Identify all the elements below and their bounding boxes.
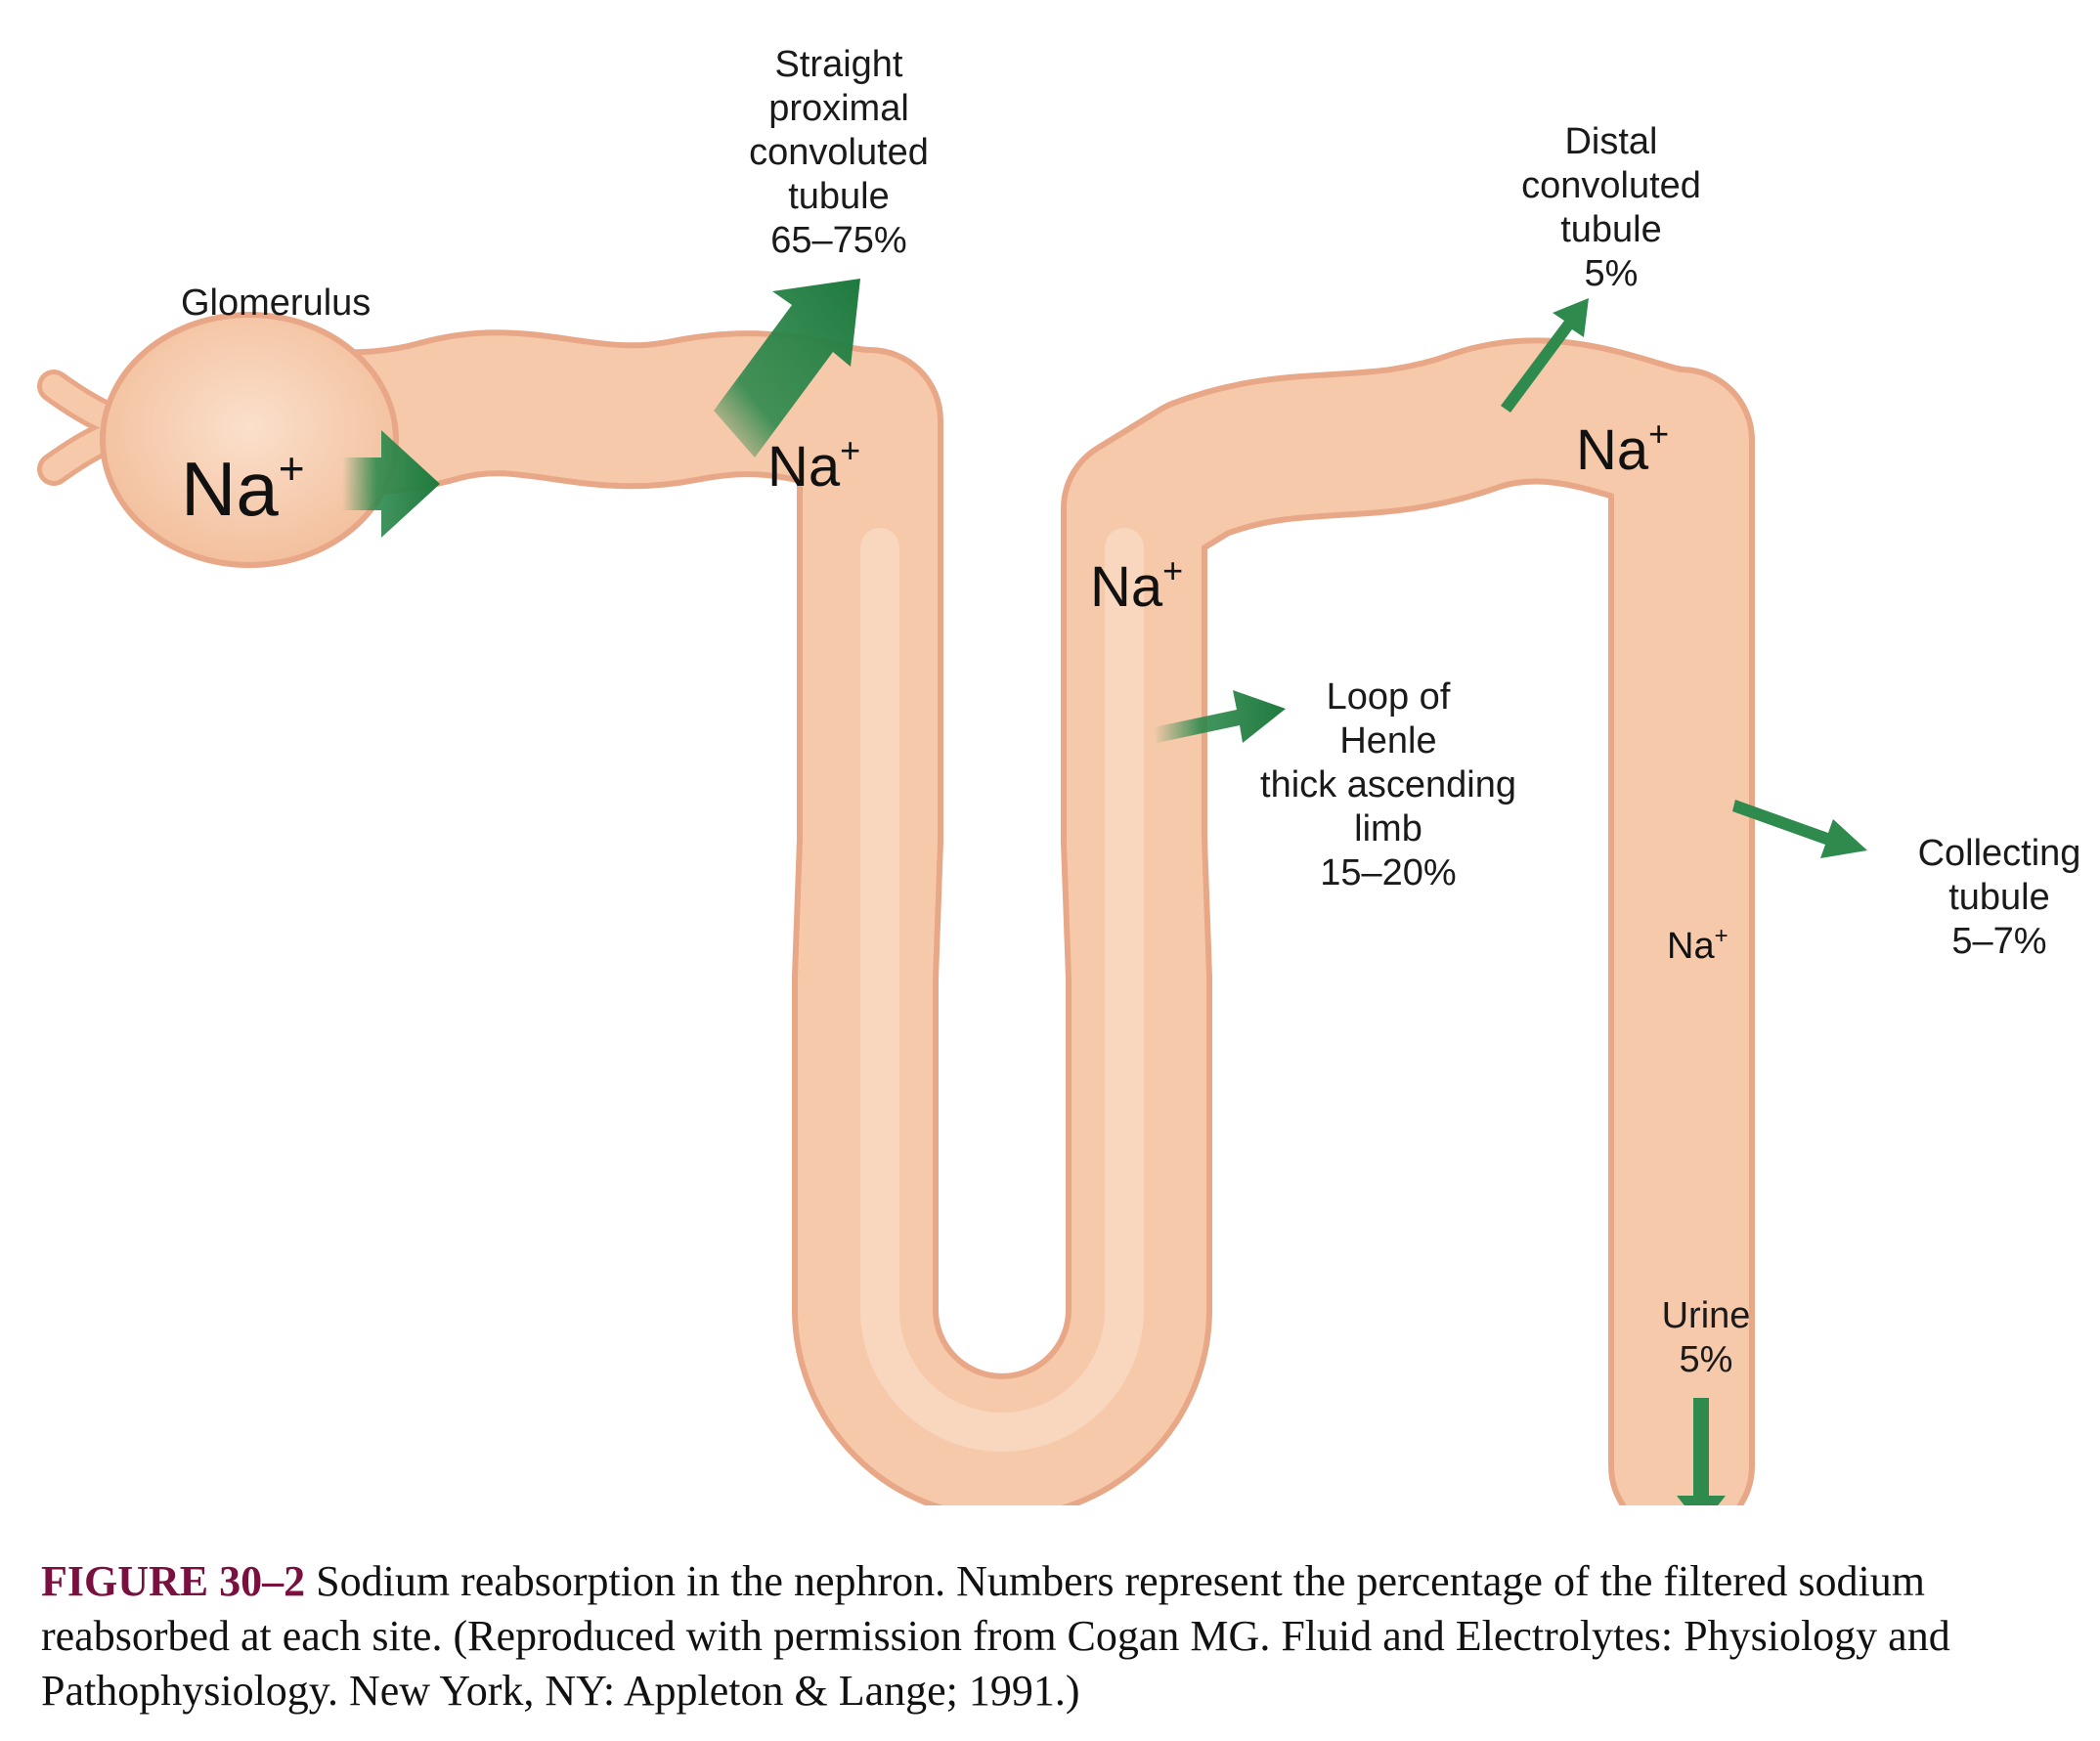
label-glomerulus: Glomerulus	[181, 283, 371, 324]
label-loop: Loop of Henle thick ascending limb 15–20…	[1260, 676, 1516, 893]
svg-text:Urine: Urine	[1662, 1295, 1751, 1336]
svg-text:Collecting: Collecting	[1918, 833, 2081, 874]
reabsorption-arrows	[342, 279, 1867, 1505]
figure-caption: FIGURE 30–2 Sodium reabsorption in the n…	[41, 1554, 2075, 1719]
na-glomerulus: Na+	[181, 443, 305, 532]
svg-text:limb: limb	[1354, 808, 1422, 849]
na-loop: Na+	[1090, 550, 1183, 619]
label-distal: Distal convoluted tubule 5%	[1521, 121, 1701, 294]
svg-text:65–75%: 65–75%	[770, 220, 906, 261]
svg-text:tubule: tubule	[788, 176, 890, 217]
arrow-urine-icon	[1677, 1398, 1726, 1505]
svg-text:5%: 5%	[1680, 1339, 1733, 1380]
na-distal: Na+	[1576, 413, 1669, 482]
label-proximal: Straight proximal convoluted tubule 65–7…	[749, 44, 929, 261]
svg-text:Henle: Henle	[1339, 720, 1436, 762]
svg-text:Loop of: Loop of	[1327, 676, 1451, 718]
nephron-tubule	[37, 312, 1755, 1505]
svg-text:5–7%: 5–7%	[1951, 921, 2046, 962]
arrow-glomerulus-icon	[342, 430, 440, 538]
svg-text:convoluted: convoluted	[749, 132, 929, 173]
svg-text:convoluted: convoluted	[1521, 165, 1701, 206]
svg-text:Straight: Straight	[775, 44, 903, 85]
arrow-collecting-icon	[1732, 800, 1867, 858]
caption-text: Sodium reabsorption in the nephron. Numb…	[41, 1557, 1950, 1715]
svg-text:tubule: tubule	[1560, 209, 1662, 250]
sodium-ion-labels: Na+ Na+ Na+ Na+ Na+	[181, 413, 1728, 967]
arrow-distal-icon	[1501, 298, 1589, 413]
label-urine: Urine 5%	[1662, 1295, 1751, 1380]
label-collecting: Collecting tubule 5–7%	[1918, 833, 2081, 962]
svg-text:tubule: tubule	[1948, 877, 2050, 918]
figure-number: FIGURE 30–2	[41, 1557, 306, 1605]
svg-text:15–20%: 15–20%	[1320, 852, 1456, 893]
na-collecting: Na+	[1667, 923, 1728, 967]
arrow-proximal-icon	[714, 279, 860, 457]
svg-text:Distal: Distal	[1564, 121, 1657, 162]
nephron-diagram: Na+ Na+ Na+ Na+ Na+ Glomerulus Straight …	[37, 44, 2080, 1505]
tubule-highlight	[860, 528, 1144, 1452]
svg-text:5%: 5%	[1585, 253, 1639, 294]
site-labels: Glomerulus Straight proximal convoluted …	[181, 44, 2080, 1380]
na-proximal: Na+	[767, 430, 860, 499]
arrow-loop-icon	[1154, 690, 1286, 743]
glomerulus-bulb	[100, 312, 399, 568]
svg-text:proximal: proximal	[768, 88, 909, 129]
svg-text:thick ascending: thick ascending	[1260, 764, 1516, 805]
